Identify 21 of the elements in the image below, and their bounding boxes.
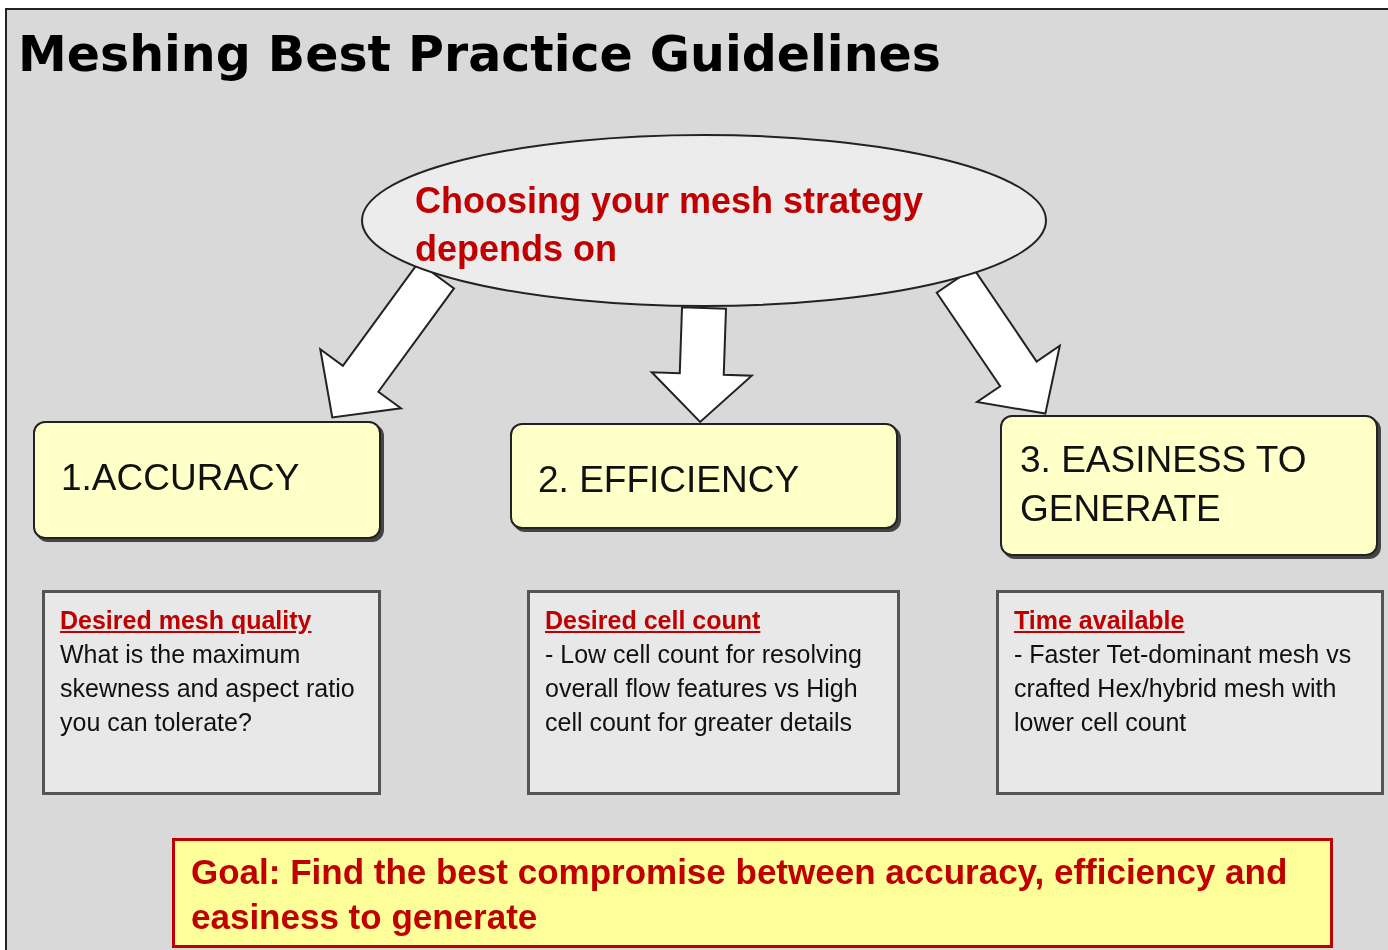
detail-heading: Desired cell count (545, 605, 761, 636)
detail-heading: Time available (1014, 605, 1185, 636)
block-arrow (649, 306, 755, 424)
category-box (510, 423, 898, 529)
title: Meshing Best Practice Guidelines (18, 26, 941, 83)
category-label: 2. EFFICIENCY (538, 458, 801, 502)
detail-box (527, 590, 900, 795)
category-box (33, 421, 381, 539)
category-box (1000, 415, 1378, 556)
detail-text: What is the maximum skewness and aspect ratio you can tolerate? (60, 639, 356, 738)
detail-heading: Desired mesh quality (60, 605, 312, 636)
category-label: 3. EASINESS TO GENERATE (1020, 438, 1308, 531)
detail-text: - Faster Tet-dominant mesh vs crafted Hex/hybrid mesh with lower cell count (1014, 639, 1353, 738)
goal-text: Goal: Find the best compromise between accuracy, efficiency and easiness to generate (191, 851, 1289, 938)
ellipse-text: Choosing your mesh strategy depends on (415, 179, 925, 271)
category-label: 1.ACCURACY (61, 456, 301, 500)
detail-box (42, 590, 381, 795)
goal-box (172, 838, 1333, 948)
detail-text: - Low cell count for resolving overall flow features vs High cell count for greater details (545, 639, 863, 738)
ellipse-node (360, 133, 1048, 308)
detail-box (996, 590, 1384, 795)
